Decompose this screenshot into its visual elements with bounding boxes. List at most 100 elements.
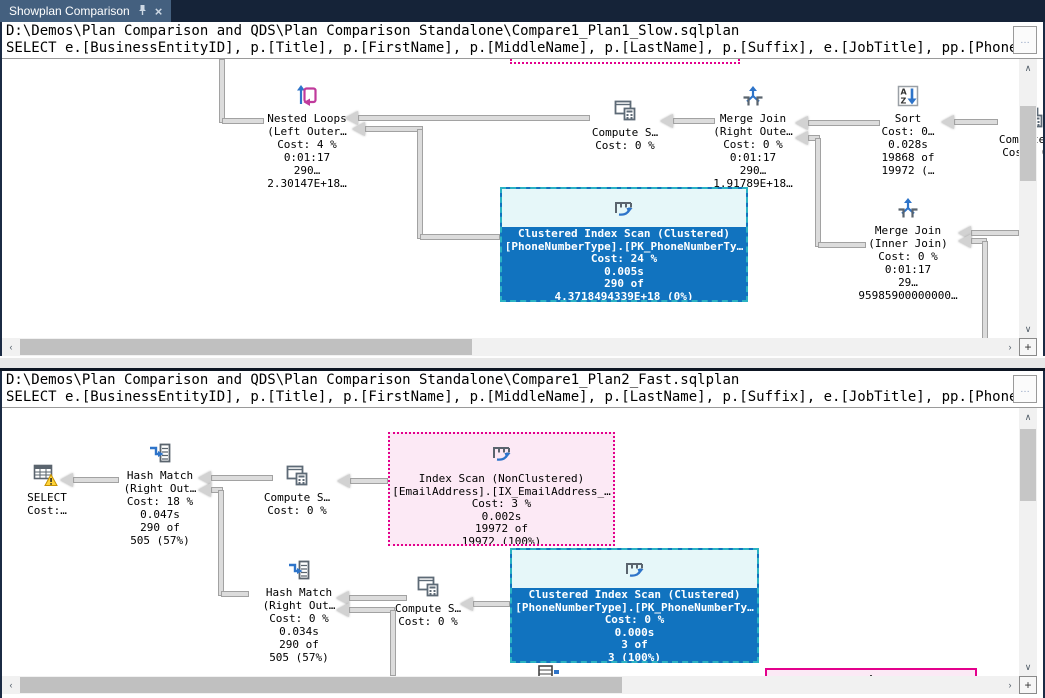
scrollbar-thumb[interactable] (1020, 106, 1036, 181)
plan-edge[interactable] (473, 601, 510, 607)
tab-title: Showplan Comparison (9, 4, 130, 18)
plan-edge-arrow[interactable] (337, 474, 350, 488)
plan-pane-bottom: D:\Demos\Plan Comparison and QDS\Plan Co… (2, 371, 1043, 698)
tab-strip: Showplan Comparison × (0, 0, 1045, 22)
plan-edge-arrow[interactable] (958, 234, 971, 248)
plan-edge[interactable] (420, 234, 500, 240)
vertical-scrollbar[interactable]: ∧ ∨ (1019, 59, 1037, 338)
plan-edge[interactable] (982, 241, 988, 338)
vertical-scrollbar[interactable]: ∧ ∨ (1019, 408, 1037, 676)
plan-edge[interactable] (971, 230, 1019, 236)
clustered-index-scan-node[interactable]: Clustered Index Scan (Clustered)[PhoneNu… (500, 187, 748, 302)
merge-join-icon (828, 195, 988, 223)
plan-edge-arrow[interactable] (198, 471, 211, 485)
plan-edge[interactable] (818, 242, 866, 248)
expand-query-button[interactable]: … (1013, 375, 1037, 403)
nested-loops[interactable]: Nested Loops(Left Outer…Cost: 4 %0:01:17… (227, 83, 387, 190)
hash-match-icon (80, 440, 240, 468)
scroll-right-icon[interactable]: › (1001, 338, 1019, 356)
svg-text:A: A (901, 88, 908, 97)
plan-canvas-bottom: Index Scan (NonClustered)[EmailAddress].… (2, 408, 1043, 676)
plan-edge-arrow[interactable] (795, 131, 808, 145)
compute-scalar-1[interactable]: Compute S…Cost: 0 % (545, 97, 705, 152)
index-scan-node[interactable]: Index Scan (NonClustered)[EmailAddress].… (388, 432, 615, 546)
horizontal-scrollbar[interactable]: ‹ › (2, 676, 1019, 694)
scroll-up-icon[interactable]: ∧ (1019, 59, 1037, 77)
table-partial-icon (469, 664, 629, 676)
scrollbar-thumb[interactable] (1020, 429, 1036, 501)
clustered-index-scan-node[interactable]: Clustered Index Scan (Clustered)[PhoneNu… (510, 548, 759, 663)
hash-match-icon (219, 557, 379, 585)
scroll-left-icon[interactable]: ‹ (2, 338, 20, 356)
plan-edge[interactable] (417, 129, 423, 239)
close-icon[interactable]: × (154, 3, 163, 19)
plan-header-top: D:\Demos\Plan Comparison and QDS\Plan Co… (2, 22, 1043, 59)
pane-splitter[interactable] (0, 356, 1045, 371)
plan-edge[interactable] (349, 595, 407, 601)
scrollbar-thumb[interactable] (20, 339, 472, 355)
offscreen-compared-node[interactable] (510, 59, 740, 64)
index-scan-icon (611, 194, 637, 223)
plan-edge[interactable] (73, 477, 119, 483)
scrollbar-thumb[interactable] (20, 677, 622, 693)
scroll-left-icon[interactable]: ‹ (2, 676, 20, 694)
index-scan-node-icon-band (390, 434, 613, 472)
plan-edge-arrow[interactable] (795, 116, 808, 130)
plan-edge-arrow[interactable] (198, 483, 211, 497)
clipped-operator[interactable] (469, 664, 629, 676)
plan-edge-arrow[interactable] (336, 591, 349, 605)
compute-scalar-1[interactable]: Compute S…Cost: 0 % (217, 462, 377, 517)
zoom-button[interactable]: + (1019, 676, 1037, 694)
plan-edge[interactable] (222, 118, 264, 124)
plan-edge[interactable] (673, 118, 715, 124)
horizontal-scrollbar[interactable]: ‹ › (2, 338, 1019, 356)
scroll-down-icon[interactable]: ∨ (1019, 658, 1037, 676)
node-label: Clustered Index Scan (Clustered)[PhoneNu… (515, 588, 754, 663)
select-warning-icon (2, 462, 127, 490)
scroll-down-icon[interactable]: ∨ (1019, 320, 1037, 338)
svg-text:Z: Z (901, 97, 907, 106)
scroll-right-icon[interactable]: › (1001, 676, 1019, 694)
index-scan-icon (622, 555, 648, 584)
pin-icon[interactable] (137, 4, 148, 19)
scroll-up-icon[interactable]: ∧ (1019, 408, 1037, 426)
plan-canvas-top: Clustered Index Scan (Clustered)[PhoneNu… (2, 59, 1043, 338)
plan-edge-arrow[interactable] (460, 597, 473, 611)
plan-edge[interactable] (390, 610, 396, 676)
plan-edge[interactable] (808, 120, 880, 126)
plan-edge[interactable] (350, 478, 388, 484)
tab-showplan-comparison[interactable]: Showplan Comparison × (0, 0, 172, 22)
plan-query-text: SELECT e.[BusinessEntityID], p.[Title], … (6, 389, 1026, 405)
compute-scalar-2[interactable]: Compute S…Cost: 0 % (348, 573, 508, 628)
compute-scalar-icon (545, 97, 705, 125)
node-label: Compute S…Cost: 0 % (591, 126, 659, 152)
plan-edge[interactable] (211, 475, 273, 481)
expand-query-button[interactable]: … (1013, 26, 1037, 54)
plan-edge[interactable] (358, 115, 590, 121)
compute-scalar-icon (217, 462, 377, 490)
plan-edge[interactable] (219, 59, 225, 123)
plan-edge[interactable] (954, 119, 998, 125)
plan-edge-arrow[interactable] (352, 122, 365, 136)
offscreen-compared-node[interactable] (765, 668, 977, 676)
index-scan-icon (489, 439, 515, 468)
plan-edge-arrow[interactable] (660, 114, 673, 128)
plan-edge-arrow[interactable] (345, 111, 358, 125)
zoom-button[interactable]: + (1019, 338, 1037, 356)
plan-edge[interactable] (221, 591, 249, 597)
plan-edge-arrow[interactable] (941, 115, 954, 129)
plan-edge-arrow[interactable] (60, 473, 73, 487)
node-label: Compute S…Cost: 0 % (394, 602, 462, 628)
plan-edge-arrow[interactable] (336, 603, 349, 617)
